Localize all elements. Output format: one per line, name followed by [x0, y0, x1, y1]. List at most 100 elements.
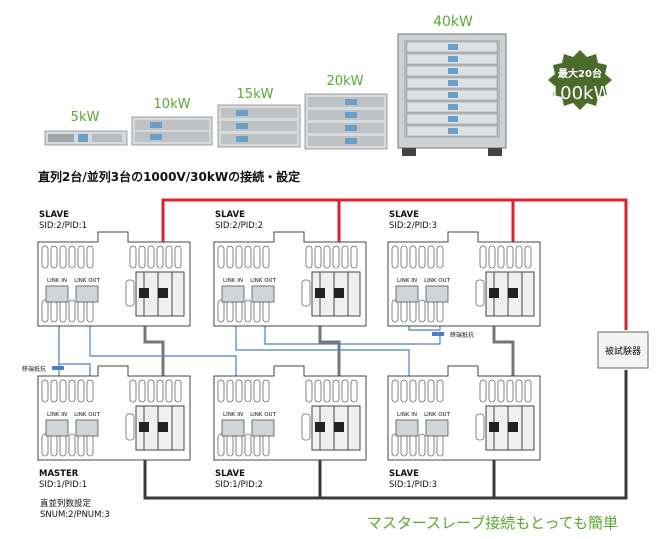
- vent-rib: [41, 299, 49, 323]
- handle: [301, 279, 311, 307]
- vent-rib: [68, 299, 76, 323]
- dut-label: 被試験器: [605, 345, 641, 357]
- terminal-minus: [315, 422, 325, 432]
- vent-rib: [427, 379, 435, 403]
- vent-rib: [244, 299, 252, 323]
- vent-rib: [138, 379, 146, 403]
- vent-rib: [68, 433, 76, 457]
- vent-rib: [86, 379, 94, 403]
- vent-rib: [138, 245, 146, 269]
- badge-line1: 最大20台: [558, 67, 602, 80]
- vent-rib: [226, 245, 234, 269]
- unit-role: MASTER: [39, 469, 79, 479]
- vent-rib: [488, 379, 496, 403]
- vent-rib: [129, 245, 137, 269]
- unit-id: SID:2/PID:2: [215, 221, 263, 231]
- vent-rib: [174, 245, 182, 269]
- link-port: [251, 419, 275, 437]
- vent-rib: [253, 245, 261, 269]
- terminal-plus: [158, 422, 168, 432]
- unit-role: SLAVE: [215, 210, 245, 220]
- unit-20kw-image: [304, 93, 388, 150]
- vent-rib: [506, 245, 514, 269]
- link-port: [395, 419, 419, 437]
- vent-rib: [59, 379, 67, 403]
- vent-rib: [165, 245, 173, 269]
- link-port: [425, 419, 449, 437]
- unit-id: SID:2/PID:1: [39, 221, 87, 231]
- unit-5kw-image: [44, 130, 128, 146]
- unit-10kw-image: [131, 116, 213, 146]
- vent-rib: [305, 379, 313, 403]
- vent-rib: [77, 245, 85, 269]
- unit-role: SLAVE: [389, 210, 419, 220]
- master-settings-value: SNUM:2/PNUM:3: [40, 510, 110, 520]
- vent-rib: [314, 245, 322, 269]
- vent-rib: [235, 379, 243, 403]
- diagram-heading: 直列2台/並列3台の1000V/30kWの接続・設定: [38, 169, 300, 184]
- vent-rib: [418, 299, 426, 323]
- vent-rib: [332, 245, 340, 269]
- link-port: [251, 285, 275, 303]
- vent-rib: [41, 433, 49, 457]
- vent-rib: [244, 433, 252, 457]
- vent-rib: [391, 379, 399, 403]
- terminal-minus: [489, 422, 499, 432]
- vent-rib: [418, 433, 426, 457]
- port-label: LINK IN: [47, 412, 67, 418]
- vent-rib: [235, 245, 243, 269]
- unit-role: SLAVE: [389, 469, 419, 479]
- unit-role: SLAVE: [215, 469, 245, 479]
- unit-5kw-label: 5kW: [71, 110, 100, 125]
- vent-rib: [217, 379, 225, 403]
- unit-role: SLAVE: [39, 210, 69, 220]
- dut-box: 被試験器: [597, 331, 649, 369]
- vent-rib: [86, 245, 94, 269]
- terminal-minus: [315, 288, 325, 298]
- link-port: [221, 285, 245, 303]
- vent-rib: [332, 379, 340, 403]
- vent-rib: [515, 245, 523, 269]
- link-port: [45, 285, 69, 303]
- port-label: LINK IN: [223, 278, 243, 284]
- vent-rib: [217, 245, 225, 269]
- terminal-plus: [508, 288, 518, 298]
- vent-rib: [59, 245, 67, 269]
- vent-rib: [488, 245, 496, 269]
- link-port: [221, 419, 245, 437]
- terminal-plus: [334, 288, 344, 298]
- vent-rib: [217, 433, 225, 457]
- unit-id: SID:1/PID:3: [389, 480, 437, 490]
- handle: [475, 279, 485, 307]
- badge-line2: 100kW: [549, 83, 612, 104]
- vent-rib: [217, 299, 225, 323]
- port-label: LINK OUT: [250, 412, 277, 418]
- vent-rib: [391, 245, 399, 269]
- port-label: LINK IN: [223, 412, 243, 418]
- vent-rib: [147, 245, 155, 269]
- port-label: LINK OUT: [250, 278, 277, 284]
- unit-10kw-label: 10kW: [154, 97, 191, 112]
- handle: [475, 413, 485, 441]
- terminator-label-2: 終端抵抗: [450, 331, 474, 339]
- vent-rib: [41, 245, 49, 269]
- vent-rib: [515, 379, 523, 403]
- port-label: LINK IN: [397, 412, 417, 418]
- port-label: LINK OUT: [424, 278, 451, 284]
- vent-rib: [341, 379, 349, 403]
- product-lineup: 5kW 10kW 15kW 20kW 40kW: [44, 14, 612, 156]
- vent-rib: [156, 379, 164, 403]
- handle: [125, 279, 135, 307]
- vent-rib: [129, 379, 137, 403]
- vent-rib: [68, 379, 76, 403]
- unit-id: SID:1/PID:1: [39, 480, 87, 490]
- vent-rib: [427, 245, 435, 269]
- vent-rib: [156, 245, 164, 269]
- vent-rib: [244, 245, 252, 269]
- vent-rib: [174, 379, 182, 403]
- vent-rib: [436, 245, 444, 269]
